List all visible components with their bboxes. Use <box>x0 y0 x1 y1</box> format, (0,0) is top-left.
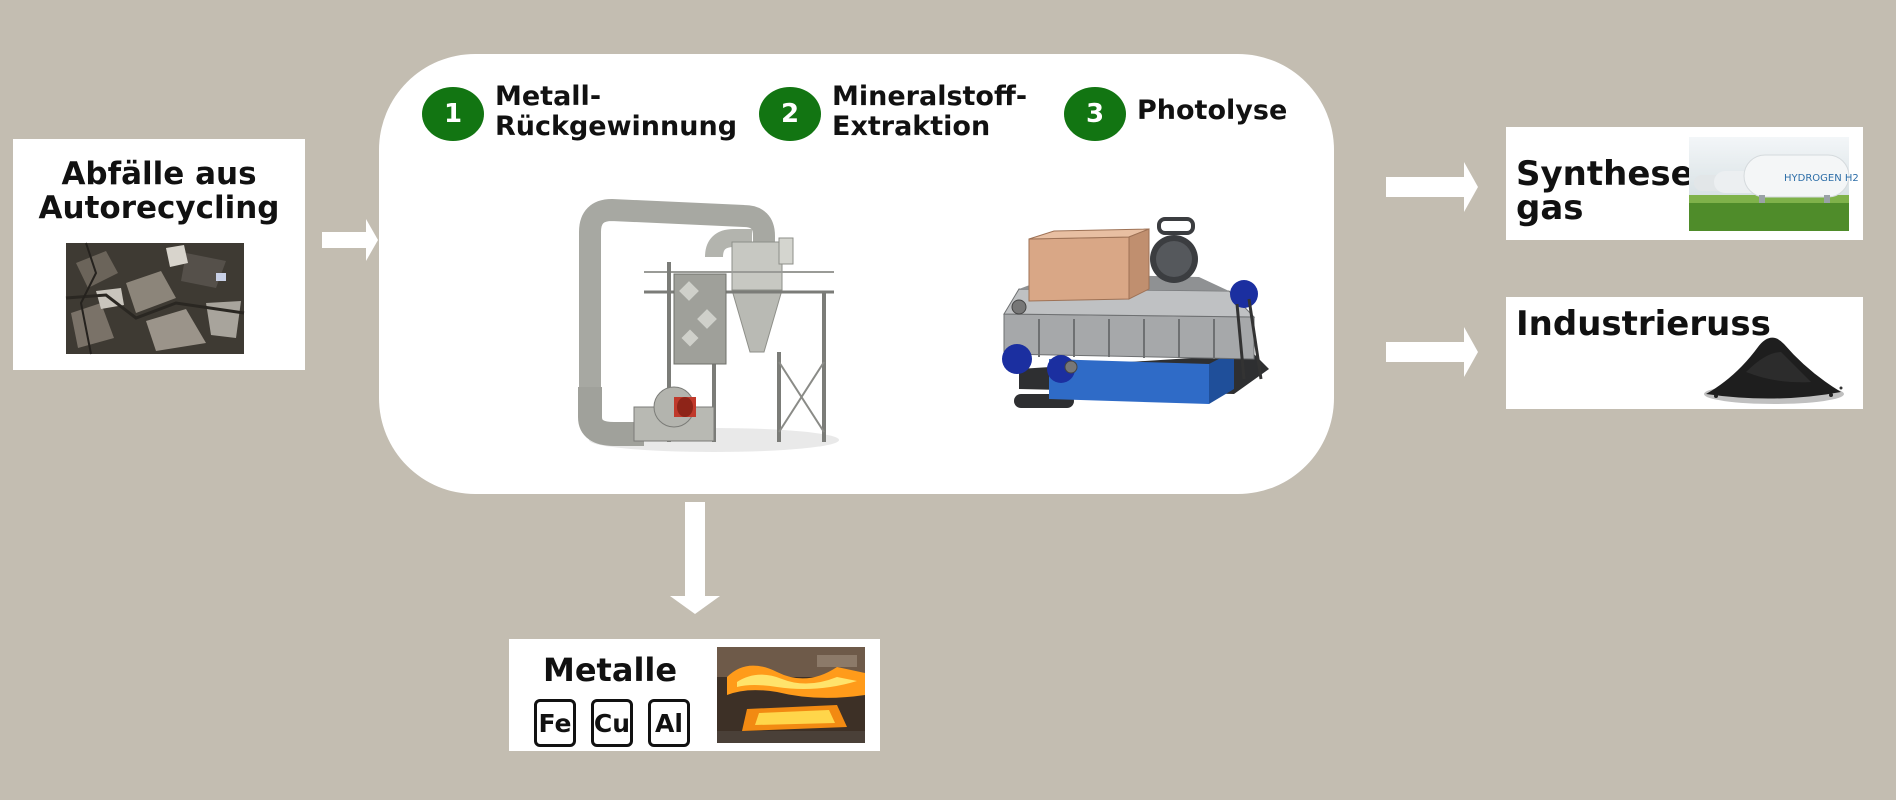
hydrogen-tanks-photo: HYDROGEN H2 <box>1689 137 1859 231</box>
waste-photo <box>65 242 245 355</box>
element-al-icon: Al <box>648 699 690 747</box>
step-3-number: 3 <box>1064 87 1126 141</box>
arrow-process-to-syngas <box>1386 162 1478 212</box>
input-waste-box: Abfälle aus Autorecycling <box>13 139 305 370</box>
step-1-number: 1 <box>422 87 484 141</box>
arrow-process-to-soot <box>1386 327 1478 377</box>
step-2-number: 2 <box>759 87 821 141</box>
cyclone-separator-machine <box>578 198 839 452</box>
element-cu-icon: Cu <box>591 699 633 747</box>
arrow-input-to-process <box>322 219 378 261</box>
molten-metal-photo <box>717 647 865 743</box>
step-3-label: Photolyse <box>1137 95 1288 126</box>
soot-title: Industrieruss <box>1516 304 1771 344</box>
carbon-black-pile-photo <box>1704 337 1844 404</box>
input-title: Abfälle aus Autorecycling <box>38 156 280 226</box>
metals-title: Metalle <box>543 651 678 689</box>
element-fe-icon: Fe <box>534 699 576 747</box>
process-container: 1 Metall- Rückgewinnung 2 Mineralstoff- … <box>379 54 1334 494</box>
output-syngas-box: Synthese- gas HYDROGEN H2 <box>1506 127 1863 240</box>
photolysis-reactor-machine <box>1002 217 1269 408</box>
output-soot-box: Industrieruss <box>1506 297 1863 409</box>
arrow-process-to-metals <box>670 502 720 614</box>
output-metals-box: Metalle Fe Cu Al <box>509 639 880 751</box>
step-1-label: Metall- Rückgewinnung <box>495 81 738 142</box>
tank-label: HYDROGEN H2 <box>1784 173 1859 184</box>
step-2-label: Mineralstoff- Extraktion <box>832 81 1028 142</box>
syngas-title: Synthese- gas <box>1516 154 1708 228</box>
